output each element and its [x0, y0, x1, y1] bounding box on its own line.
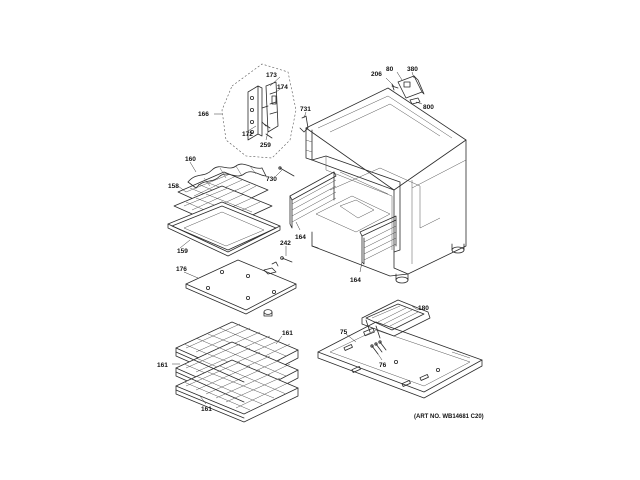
callout-160: 160: [185, 156, 196, 163]
rack-support-right: [359, 215, 397, 273]
nut: [263, 309, 273, 315]
switch-bracket-assembly: [385, 71, 425, 105]
callout-76: 76: [379, 362, 387, 369]
callout-164-left: 164: [295, 234, 306, 241]
callout-172: 172: [242, 131, 253, 138]
bracket-731: [299, 111, 309, 133]
callout-176: 176: [176, 266, 187, 273]
element-screw: [371, 341, 387, 355]
callout-166: 166: [198, 111, 209, 118]
screw: [261, 121, 271, 129]
callout-158: 158: [168, 183, 179, 190]
hinge-bracket-assembly: [214, 63, 297, 159]
assembly-boundary-dashed: [221, 63, 297, 159]
callout-161-top: 161: [282, 330, 293, 337]
cavity-left-side: [305, 127, 313, 161]
oven-racks: [172, 321, 299, 423]
bake-element-assembly: [317, 299, 483, 399]
cavity-top: [305, 87, 467, 191]
callout-164-right: 164: [350, 277, 361, 284]
cavity-base: [311, 231, 409, 277]
callout-206: 206: [371, 71, 382, 78]
art-number: (ART NO. WB14681 C20): [414, 414, 484, 420]
callout-242: 242: [280, 240, 291, 247]
callout-159: 159: [177, 248, 188, 255]
rack-support-left: [289, 171, 337, 231]
callout-173: 173: [266, 72, 277, 79]
callout-180: 180: [418, 305, 429, 312]
callout-800: 800: [423, 104, 434, 111]
callout-731: 731: [300, 106, 311, 113]
cavity-floor: [315, 195, 391, 233]
callout-161-bottom: 161: [201, 406, 212, 413]
bottom-plate: [185, 259, 297, 311]
cavity-front-frame: [311, 155, 401, 253]
callout-labels: 166 173 174 172 259 731 730 206 80 380 8…: [157, 66, 434, 413]
callout-259: 259: [260, 142, 271, 149]
callout-380: 380: [407, 66, 418, 73]
bake-element: [361, 299, 431, 337]
callout-730: 730: [266, 176, 277, 183]
broiler-pan-assembly: [167, 161, 281, 257]
callout-174: 174: [277, 84, 288, 91]
oven-cavity-body: [305, 87, 467, 284]
callout-75: 75: [340, 329, 348, 336]
cavity-right-side: [393, 139, 467, 275]
pin-730: [275, 166, 295, 177]
callout-161-left: 161: [157, 362, 168, 369]
leveling-foot: [395, 276, 409, 284]
roasting-rack: [187, 163, 263, 183]
oven-bottom-plate: [183, 246, 297, 317]
callout-80: 80: [386, 66, 394, 73]
